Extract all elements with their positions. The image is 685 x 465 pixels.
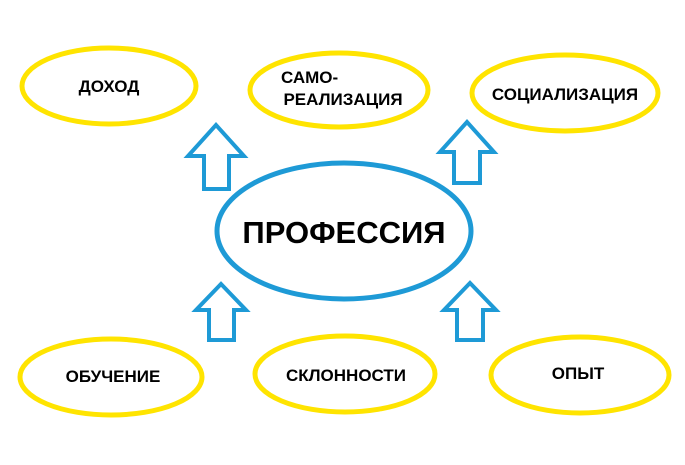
node-inclinations	[252, 333, 438, 415]
node-socialization-label: СОЦИАЛИЗАЦИЯ	[492, 85, 638, 104]
arrow-up-icon	[183, 122, 249, 191]
node-self-realization	[247, 50, 431, 130]
node-education	[17, 336, 205, 418]
node-socialization	[469, 52, 661, 134]
node-inclinations-label: СКЛОННОСТИ	[286, 366, 406, 385]
node-profession-label: ПРОФЕССИЯ	[242, 215, 445, 250]
arrow-up-icon	[439, 280, 501, 342]
node-education-label: ОБУЧЕНИЕ	[66, 367, 161, 386]
node-experience	[488, 334, 672, 416]
node-self-realization-label-line1: САМО-	[281, 68, 338, 87]
node-experience-label: ОПЫТ	[552, 364, 605, 383]
node-profession	[214, 160, 474, 302]
arrow-up-icon	[191, 281, 251, 342]
node-income	[19, 45, 199, 127]
node-income-label: ДОХОД	[79, 77, 140, 96]
node-self-realization-label-line2: РЕАЛИЗАЦИЯ	[283, 90, 402, 109]
arrow-up-icon	[435, 119, 499, 185]
